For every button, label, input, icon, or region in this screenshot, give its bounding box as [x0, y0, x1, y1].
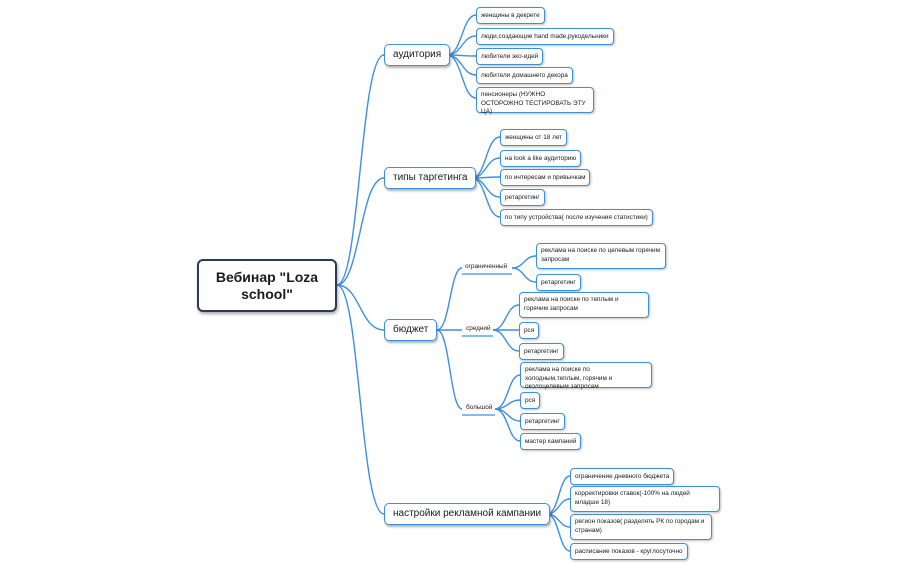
budget-medium-label[interactable]: средний [466, 325, 491, 332]
audience-item[interactable]: любители домашнего декора [476, 67, 573, 84]
budget-limited-label[interactable]: ограниченный [465, 263, 508, 270]
audience-item[interactable]: любители эко-идей [476, 48, 544, 65]
audience-item[interactable]: женщины в декрете [476, 7, 545, 24]
targeting-item[interactable]: по интересам и привычкам [500, 169, 591, 186]
topic-targeting[interactable]: типы таргетинга [384, 167, 477, 189]
budget-medium-item[interactable]: реклама на поиске по теплым и горячим за… [519, 292, 649, 318]
budget-large-label[interactable]: большой [466, 404, 493, 411]
budget-limited-item[interactable]: реклама на поиске по целевым горячим зап… [536, 243, 666, 269]
settings-item[interactable]: корректировки ставок(-100% на людей млад… [570, 486, 720, 512]
budget-limited-item[interactable]: ретаргетинг [536, 274, 581, 291]
budget-medium-item[interactable]: рся [519, 322, 540, 339]
budget-medium-item[interactable]: ретаргетинг [519, 343, 564, 360]
targeting-item[interactable]: ретаргетинг [500, 189, 545, 206]
targeting-item[interactable]: на look a like аудиторию [500, 150, 582, 167]
budget-large-item[interactable]: реклама на поиске по холодным,теплым, го… [520, 362, 652, 390]
audience-item[interactable]: пенсионеры (НУЖНО ОСТОРОЖНО ТЕСТИРОВАТЬ … [476, 87, 594, 115]
budget-large-item[interactable]: ретаргетинг [520, 413, 565, 430]
audience-item[interactable]: люди,создающие hand made,рукодельники [476, 28, 614, 45]
targeting-item[interactable]: женщины от 18 лет [500, 129, 568, 146]
root-node[interactable]: Вебинар "Loza school" [197, 259, 337, 312]
settings-item[interactable]: расписание показов - круглосуточно [570, 543, 688, 560]
budget-large-item[interactable]: рся [520, 392, 541, 409]
settings-item[interactable]: ограничение дневного бюджета [570, 468, 675, 485]
targeting-item[interactable]: по типу устройства( после изучения стати… [500, 209, 653, 226]
budget-large-item[interactable]: мастер кампаний [520, 433, 582, 450]
topic-settings[interactable]: настройки рекламной кампании [384, 503, 551, 525]
topic-budget[interactable]: бюджет [384, 319, 438, 341]
settings-item[interactable]: регион показов( разделять РК по городам … [570, 514, 712, 540]
topic-audience[interactable]: аудитория [384, 44, 451, 66]
